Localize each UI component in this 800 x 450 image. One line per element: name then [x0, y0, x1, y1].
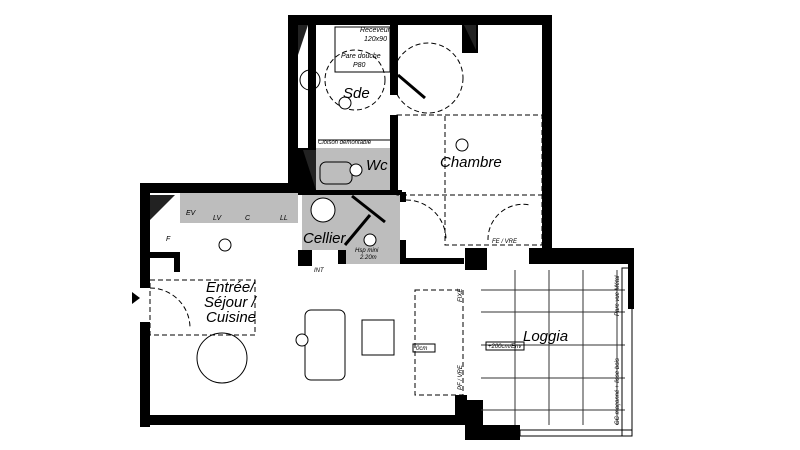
room-label-chambre: Chambre	[440, 154, 502, 171]
note-int: INT	[314, 268, 325, 274]
note-loggia-level: +200cm/Env	[488, 344, 523, 350]
note-f: F	[166, 236, 171, 243]
room-label-sejour-2: Séjour /	[204, 294, 258, 311]
loggia-railing-bottom	[519, 429, 633, 437]
room-label-loggia: Loggia	[523, 328, 568, 345]
note-zero-cm: 0cm	[416, 346, 427, 352]
note-hsp-2: 2.20m	[359, 255, 377, 261]
note-cloison: Cloison démontable	[318, 140, 372, 146]
note-pare-douche-1: Pare douche	[341, 53, 381, 60]
kitchen-counter	[180, 193, 298, 223]
light-points	[218, 96, 469, 347]
note-receveur-1: Receveur	[360, 27, 391, 34]
walls	[140, 15, 634, 440]
furniture-outlines	[149, 25, 543, 396]
loggia-tiles	[481, 270, 625, 425]
note-pare-vue: Pare vue Métal	[615, 275, 621, 316]
note-ev: EV	[186, 210, 197, 217]
room-label-sejour-3: Cuisine	[206, 309, 256, 326]
note-c: C	[245, 215, 251, 222]
note-fixe: FIXE	[458, 288, 464, 302]
note-hsp-1: Hsp mini	[355, 248, 379, 254]
note-gc-maconne: GC maçonné + lisse bois	[615, 358, 621, 425]
note-pf-vre: PF / VRE	[458, 364, 464, 390]
note-fe-vre: FE / VRE	[492, 239, 518, 245]
room-label-cellier: Cellier	[303, 230, 347, 247]
entrance-arrow-icon	[132, 292, 140, 304]
note-ll: LL	[280, 215, 288, 222]
note-pare-douche-2: P80	[353, 62, 366, 69]
room-label-sejour-1: Entrée/	[206, 279, 256, 296]
note-lv: LV	[213, 215, 223, 222]
hsp-floor	[342, 192, 400, 264]
room-label-sde: Sde	[343, 85, 370, 102]
note-receveur-2: 120x90	[364, 36, 387, 43]
room-label-wc: Wc	[366, 157, 388, 174]
